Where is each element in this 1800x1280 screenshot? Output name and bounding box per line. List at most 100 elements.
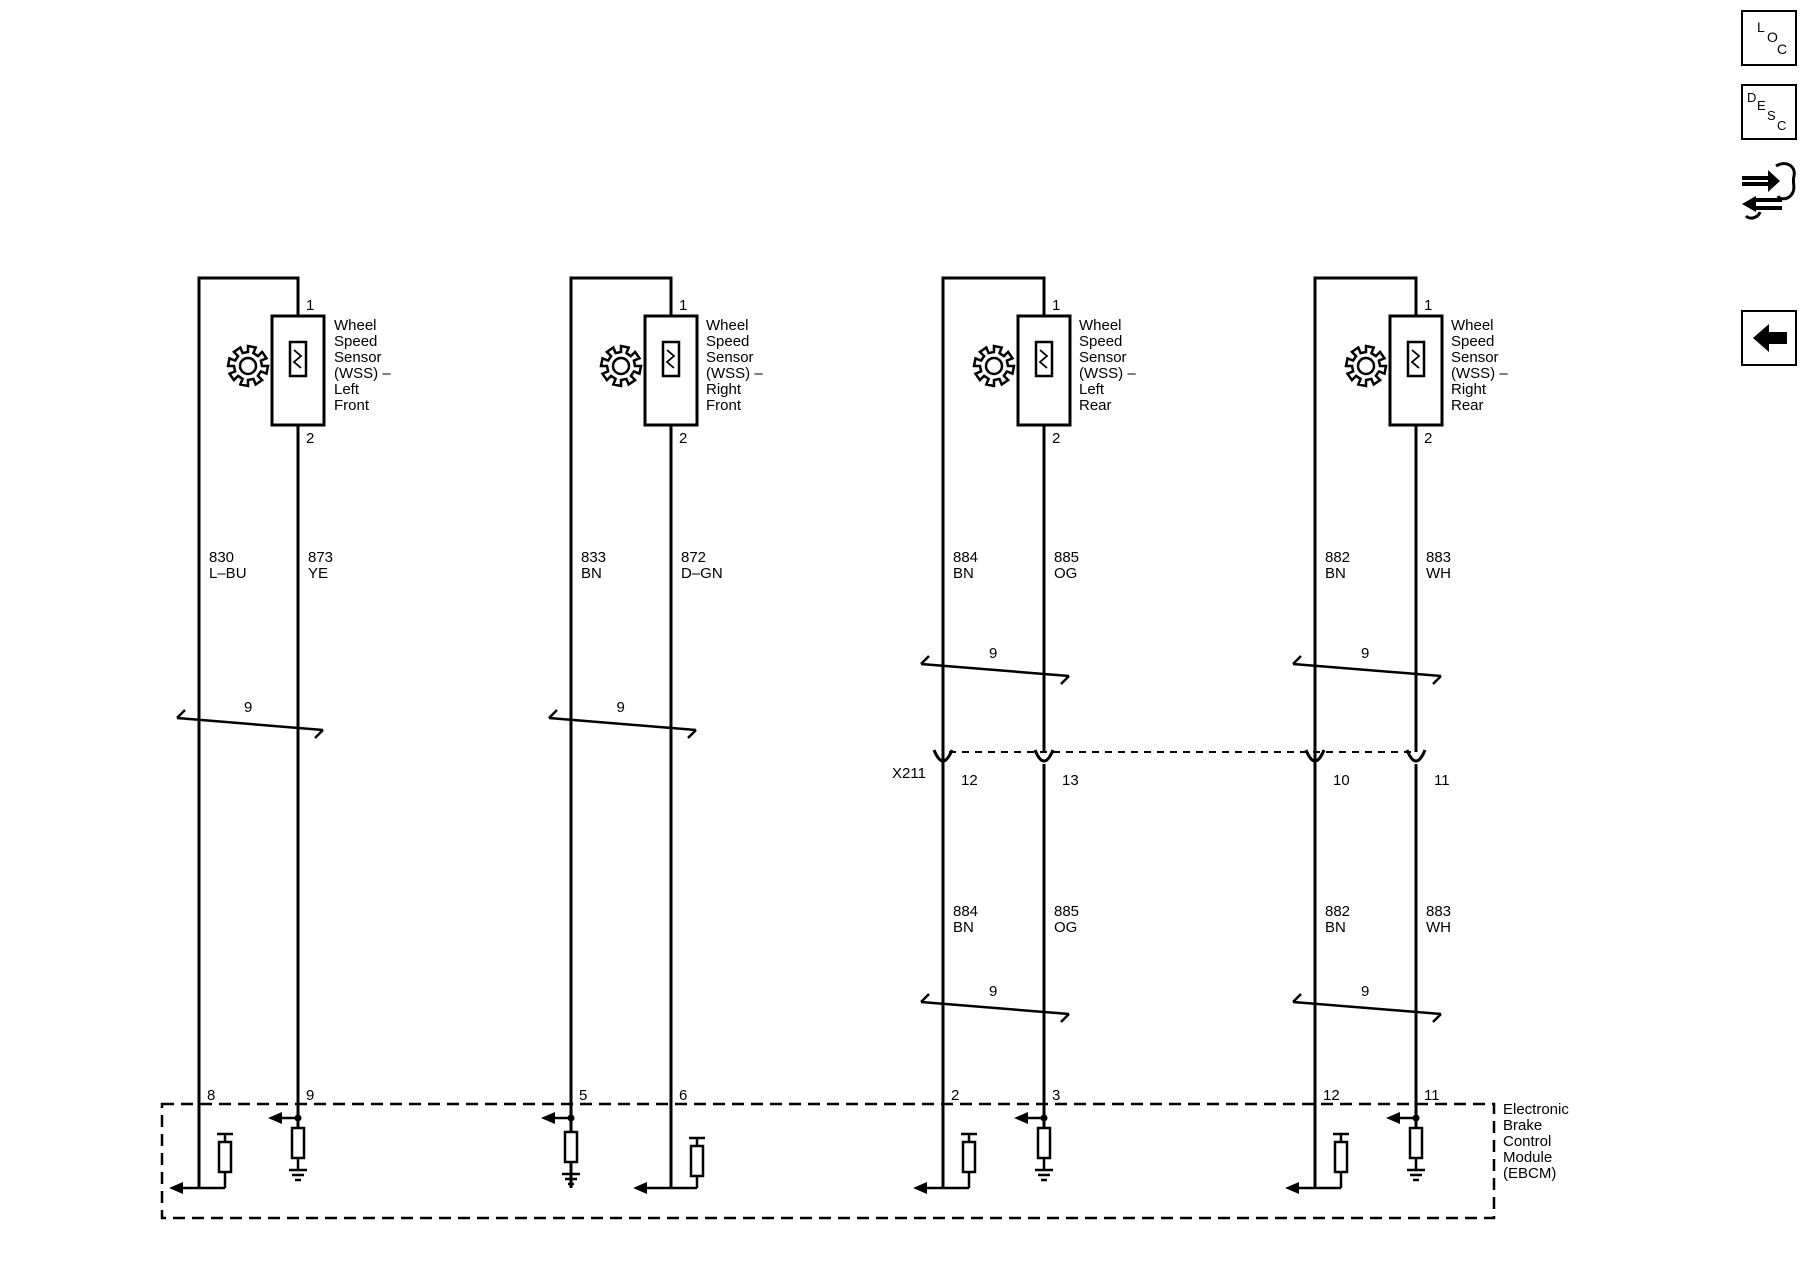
twist-tick-left — [920, 993, 930, 1003]
desc-letter-d: D — [1747, 90, 1756, 105]
gear-hub — [238, 356, 258, 376]
sensor-name-line: Right — [1451, 381, 1487, 398]
twisted-pair-marker: 9 — [176, 699, 324, 739]
connector-pin-number: 12 — [961, 772, 978, 789]
pull-up-resistor — [1333, 1132, 1349, 1174]
wire-circuit-number: 882 — [1325, 549, 1350, 566]
gear-hub — [611, 356, 631, 376]
connector-tools-icon[interactable] — [1738, 154, 1800, 222]
twist-line — [920, 1000, 1070, 1016]
hall-symbol — [1410, 349, 1421, 369]
twist-line — [548, 716, 697, 732]
sensor-name-line: Speed — [334, 333, 377, 350]
twist-label: 9 — [617, 699, 625, 716]
sensor-name-line: Sensor — [334, 349, 382, 366]
sensor-pin-top: 1 — [1424, 297, 1432, 314]
module-name-line: Module — [1503, 1149, 1552, 1166]
module-pin-number: 6 — [679, 1087, 687, 1104]
twist-label: 9 — [1361, 983, 1369, 1000]
loc-letter-c: C — [1777, 41, 1787, 57]
sensor-wire-loop — [941, 276, 1046, 1188]
module-pin-number: 5 — [579, 1087, 587, 1104]
wire-circuit-number: 873 — [308, 549, 333, 566]
wire-color-code: BN — [953, 565, 974, 582]
signal-arrow-icon — [268, 1112, 282, 1124]
gear-outline — [226, 344, 270, 388]
gear-icon — [226, 344, 270, 388]
twisted-pair-marker: 9 — [920, 983, 1070, 1023]
twisted-pair-marker: 9 — [1292, 645, 1442, 685]
gear-outline — [1344, 344, 1388, 388]
back-button[interactable] — [1741, 310, 1797, 366]
sensor-name-line: Speed — [706, 333, 749, 350]
module-name-line: Electronic — [1503, 1101, 1569, 1118]
module-name-line: Brake — [1503, 1117, 1542, 1134]
module-pin-number: 9 — [306, 1087, 314, 1104]
sensor-name-line: Rear — [1079, 397, 1112, 414]
sensor-name-line: Right — [706, 381, 742, 398]
gear-icon — [972, 344, 1016, 388]
sensor-pin-top: 1 — [1052, 297, 1060, 314]
loc-letter-o: O — [1767, 29, 1778, 45]
twist-tick-right — [1060, 675, 1070, 685]
twist-tick-right — [314, 729, 324, 739]
module-boundary — [160, 1102, 1496, 1220]
wire-color-code: BN — [1325, 919, 1346, 936]
description-button[interactable]: D E S C — [1741, 84, 1797, 140]
resistor-body — [217, 1140, 233, 1174]
wire-circuit-number: 872 — [681, 549, 706, 566]
wire-color-code: OG — [1054, 919, 1077, 936]
connector-pin-number: 11 — [1434, 772, 1450, 789]
signal-arrow-icon — [1014, 1112, 1028, 1124]
wire-color-code: L–BU — [209, 565, 247, 582]
connector-pin-number: 13 — [1062, 772, 1079, 789]
sensor-name-line: Wheel — [1451, 317, 1494, 334]
twisted-pair-marker: 9 — [1292, 983, 1442, 1023]
sensor-name-line: Wheel — [706, 317, 749, 334]
sensor-pin-bottom: 2 — [1052, 430, 1060, 447]
hall-symbol — [665, 349, 676, 369]
connector-terminal — [1033, 749, 1055, 763]
pull-up-resistor — [217, 1132, 233, 1174]
connector-terminal — [1405, 749, 1427, 763]
gear-hub — [984, 356, 1004, 376]
connector-terminal — [932, 749, 954, 763]
gear-hub — [1356, 356, 1376, 376]
wire-color-code: YE — [308, 565, 328, 582]
gear-icon — [599, 344, 643, 388]
wire-color-code: BN — [953, 919, 974, 936]
location-button[interactable]: L O C — [1741, 10, 1797, 66]
sensor-name-line: Front — [706, 397, 742, 414]
module-pin-number: 3 — [1052, 1087, 1060, 1104]
desc-letter-e: E — [1757, 98, 1766, 113]
twist-label: 9 — [1361, 645, 1369, 662]
connector-name: X211 — [892, 765, 926, 782]
wire-circuit-number: 885 — [1054, 549, 1079, 566]
wire-circuit-number: 884 — [953, 549, 978, 566]
resistor-body — [1333, 1140, 1349, 1174]
wire-color-code: D–GN — [681, 565, 723, 582]
sensor-name-line: Sensor — [1451, 349, 1499, 366]
desc-letter-s: S — [1767, 108, 1776, 123]
wire-color-code: OG — [1054, 565, 1077, 582]
twist-line — [1292, 662, 1442, 678]
connector-pin-number: 10 — [1333, 772, 1350, 789]
twist-label: 9 — [989, 983, 997, 1000]
back-arrow-icon — [1753, 324, 1787, 352]
sensor-name-line: Wheel — [1079, 317, 1122, 334]
sensor-pin-top: 1 — [306, 297, 314, 314]
twist-tick-left — [548, 709, 558, 719]
signal-arrow-icon — [913, 1182, 927, 1194]
resistor-body — [563, 1130, 579, 1164]
desc-letter-c: C — [1777, 118, 1786, 133]
twist-tick-left — [1292, 655, 1302, 665]
resistor-body — [961, 1140, 977, 1174]
wire-color-code: BN — [1325, 565, 1346, 582]
module-name-line: Control — [1503, 1133, 1551, 1150]
twist-line — [1292, 1000, 1442, 1016]
resistor-body — [689, 1144, 705, 1178]
twist-tick-right — [1432, 1013, 1442, 1023]
